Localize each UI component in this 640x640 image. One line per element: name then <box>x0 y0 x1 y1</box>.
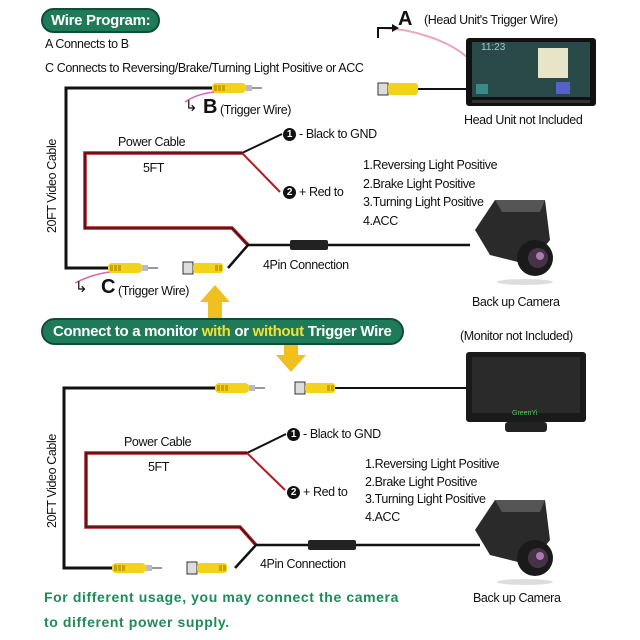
top-power-options: 1.Reversing Light Positive 2.Brake Light… <box>363 156 498 230</box>
bottom-connector-female <box>186 561 228 575</box>
option-acc: 4.ACC <box>365 509 400 524</box>
bottom-4pin-connector <box>308 540 356 550</box>
top-power-length: 5FT <box>143 161 165 175</box>
option-reversing: 1.Reversing Light Positive <box>365 457 500 471</box>
num-2-icon: 2 <box>283 186 296 200</box>
num-1-icon: 1 <box>283 128 296 142</box>
top-connector-female <box>182 261 224 275</box>
top-4pin-label: 4Pin Connection <box>263 258 349 272</box>
top-power-cable <box>83 151 250 247</box>
top-camera-image <box>475 200 553 285</box>
head-unit-label: Head Unit not Included <box>464 113 583 127</box>
top-connector-b <box>212 83 262 93</box>
bottom-power-cable <box>84 451 258 547</box>
bottom-black-wire-label: 1- Black to GND <box>287 427 381 442</box>
footer-line-1: For different usage, you may connect the… <box>44 589 399 605</box>
label-a-desc: (Head Unit's Trigger Wire) <box>424 13 558 27</box>
top-camera-label: Back up Camera <box>472 295 560 309</box>
bottom-power-length: 5FT <box>148 460 170 474</box>
top-power-cable-label: Power Cable <box>118 135 186 149</box>
label-b: B <box>203 96 218 118</box>
arrow-b-icon: ↳ <box>185 98 198 115</box>
bottom-connector-right <box>294 381 336 395</box>
bottom-camera-image <box>475 500 553 585</box>
bottom-power-options: 1.Reversing Light Positive 2.Brake Light… <box>365 456 500 526</box>
bottom-4pin-label: 4Pin Connection <box>260 557 346 571</box>
up-arrow <box>200 285 230 318</box>
bottom-camera-label: Back up Camera <box>473 591 561 605</box>
num-2-icon: 2 <box>287 486 300 500</box>
label-c-desc: (Trigger Wire) <box>118 284 190 298</box>
top-video-cable <box>64 86 230 270</box>
monitor-brand: GreenYi <box>512 410 538 417</box>
num-1-icon: 1 <box>287 428 300 442</box>
option-acc: 4.ACC <box>363 213 398 228</box>
bottom-connector-left <box>215 383 265 393</box>
top-black-wire-label: 1- Black to GND <box>283 127 377 142</box>
wire-program-badge: Wire Program: <box>41 8 161 33</box>
top-red-wire-label: 2+ Red to <box>283 185 344 200</box>
bottom-red-wire-label: 2+ Red to <box>287 485 348 500</box>
rule-a-text: A Connects to B <box>45 37 129 51</box>
label-a: A <box>398 8 413 30</box>
footer-line-2: to different power supply. <box>44 614 230 630</box>
option-turning: 3.Turning Light Positive <box>363 195 484 209</box>
down-arrow <box>276 345 306 372</box>
option-brake: 2.Brake Light Positive <box>365 474 478 489</box>
top-4pin-connector <box>290 240 328 250</box>
rule-c-text: C Connects to Reversing/Brake/Turning Li… <box>45 61 364 75</box>
connect-monitor-banner: Connect to a monitor with or without Tri… <box>41 318 404 345</box>
label-c: C <box>101 276 116 298</box>
monitor-image <box>466 352 586 432</box>
monitor-note: (Monitor not Included) <box>460 329 573 343</box>
top-video-cable-label: 20FT Video Cable <box>45 139 59 233</box>
bottom-power-cable-label: Power Cable <box>124 435 192 449</box>
label-b-desc: (Trigger Wire) <box>220 103 292 117</box>
option-turning: 3.Turning Light Positive <box>365 492 486 506</box>
bottom-connector-c <box>112 563 162 573</box>
head-unit-image <box>466 38 596 106</box>
option-reversing: 1.Reversing Light Positive <box>363 158 498 172</box>
arrow-c-icon: ↳ <box>75 279 88 296</box>
bottom-video-cable <box>62 386 232 570</box>
top-connector-c <box>108 263 158 273</box>
option-brake: 2.Brake Light Positive <box>363 176 476 191</box>
bottom-video-cable-label: 20FT Video Cable <box>45 434 59 528</box>
head-unit-clock: 11:23 <box>481 42 506 53</box>
